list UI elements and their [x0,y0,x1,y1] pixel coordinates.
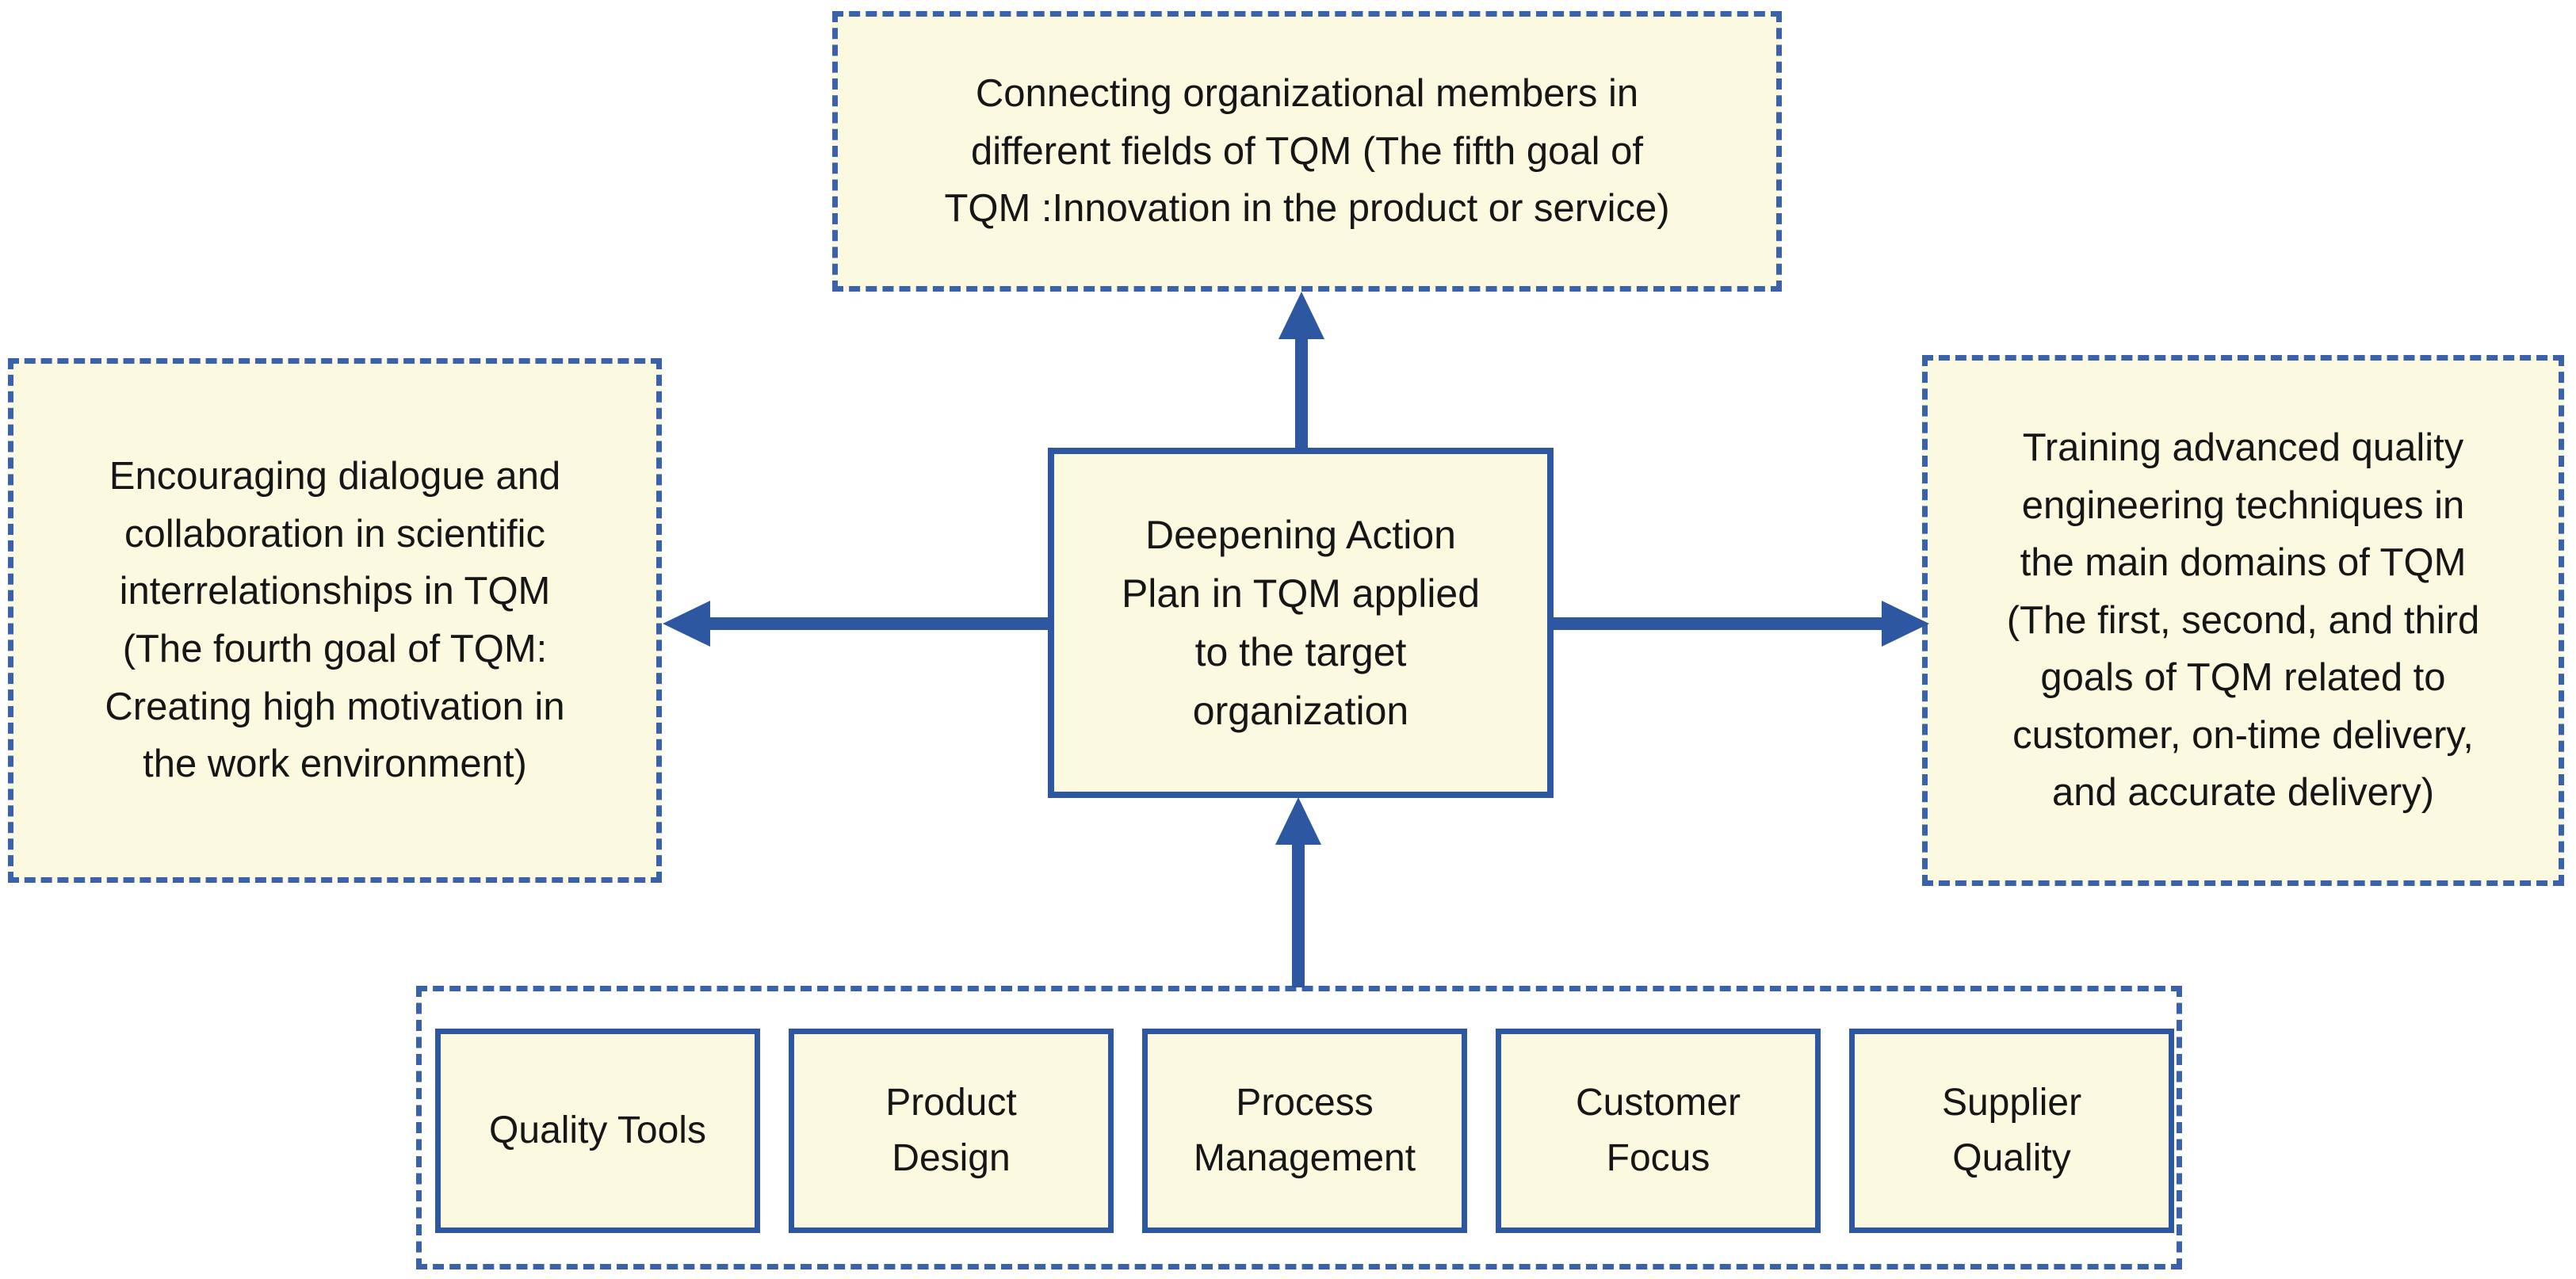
domain-box-product-design: Product Design [789,1029,1114,1233]
domain-box-customer-focus: Customer Focus [1496,1029,1821,1233]
domain-box-supplier-quality: Supplier Quality [1849,1029,2174,1233]
fifth-goal-box: Connecting organizational members in dif… [832,11,1782,292]
domain-label: Process Management [1193,1082,1416,1179]
fourth-goal-text: Encouraging dialogue and collaboration i… [105,455,565,786]
arrow-shaft [1292,842,1305,987]
domain-label: Customer Focus [1575,1082,1741,1179]
arrow-head-left-icon [663,601,710,647]
first-to-third-goals-box: Training advanced quality engineering te… [1922,355,2564,886]
domain-label: Supplier Quality [1941,1082,2082,1179]
center-action-plan-box: Deepening Action Plan in TQM applied to … [1048,448,1554,798]
domain-box-process-management: Process Management [1142,1029,1467,1233]
arrow-head-up-icon [1278,292,1324,339]
domain-label: Product Design [885,1082,1017,1179]
first-to-third-goals-text: Training advanced quality engineering te… [2006,426,2480,815]
center-action-plan-text: Deepening Action Plan in TQM applied to … [1121,513,1481,733]
arrow-head-right-icon [1882,601,1929,647]
domain-box-quality-tools: Quality Tools [435,1029,760,1233]
fifth-goal-text: Connecting organizational members in dif… [944,72,1670,231]
arrow-head-up-icon [1275,797,1321,845]
domain-label: Quality Tools [489,1109,706,1152]
tqm-domains-row: Quality Tools Product Design Process Man… [435,1029,2174,1233]
arrow-shaft [707,617,1051,630]
arrow-shaft [1295,336,1308,451]
fourth-goal-box: Encouraging dialogue and collaboration i… [8,358,662,883]
arrow-shaft [1552,617,1885,630]
